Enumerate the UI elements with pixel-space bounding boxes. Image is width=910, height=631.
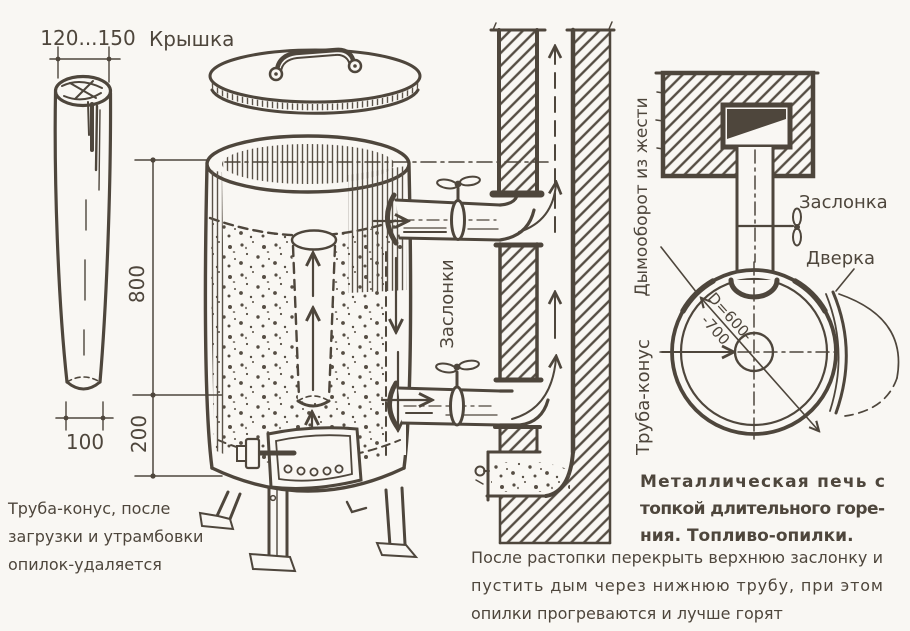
cone-tube-note: Труба-конус, после загрузки и утрамбовки… (7, 499, 203, 574)
lid-label: Крышка (149, 27, 234, 51)
cone-note-line1: Труба-конус, после (7, 499, 170, 518)
cone-tube-label: Труба-конус (633, 339, 654, 456)
firebox-door (236, 426, 363, 490)
door-label: Дверка (806, 248, 875, 269)
title-caption: Металлическая печь с топкой длительного … (640, 472, 885, 546)
stove-flow-arrows (312, 255, 398, 448)
dim-200-label: 200 (127, 415, 151, 453)
chimney-inner-wall-lower (486, 425, 542, 454)
usage-line1: После растопки перекрыть верхнюю заслонк… (471, 548, 883, 567)
title-line2: топкой длительного горе- (640, 499, 885, 519)
wall-block (654, 70, 820, 179)
usage-caption: После растопки перекрыть верхнюю заслонк… (471, 548, 883, 623)
ash-deposit (491, 461, 570, 492)
lower-pipe (380, 358, 556, 431)
upper-pipe (372, 175, 556, 246)
dim-top-label: 120...150 (40, 26, 135, 50)
dim-bottom-label: 100 (66, 430, 104, 454)
dim-800-label: 800 (125, 265, 149, 303)
cleanout-door (474, 450, 490, 502)
stove-legs (198, 486, 419, 573)
cone-note-line2: загрузки и утрамбовки (8, 527, 203, 546)
chimney-inner-wall-middle (493, 242, 544, 383)
usage-line3: опилки прогреваются и лучше горят (471, 604, 783, 623)
title-line1: Металлическая печь с (640, 472, 885, 492)
cone-tube-view: 120...150 (7, 26, 203, 574)
cone-tube-drawing (53, 74, 113, 391)
door-swing (825, 268, 900, 417)
dampers-label: Заслонки (437, 259, 458, 348)
chimney-connection-pipe (735, 145, 802, 276)
chimney-section (474, 21, 616, 545)
dim-bottom-lines (55, 401, 114, 431)
smoke-turn-label: Дымооборот из жести (632, 97, 652, 296)
stove-top-view-circle (659, 246, 839, 445)
stove-view: Крышка 800 200 (125, 27, 556, 573)
title-line3: ния. Топливо-опилки. (640, 526, 854, 546)
damper-label: Заслонка (799, 192, 888, 213)
height-dimension (132, 157, 223, 479)
cone-note-line3: опилок-удаляется (8, 555, 162, 574)
usage-line2: пустить дым через нижнюю трубу, при этом (471, 576, 883, 595)
chimney-inner-wall-upper (489, 28, 547, 198)
top-view: Заслонка Дверка D=600- -700 Дымооборо (632, 70, 900, 456)
lid-drawing (208, 47, 422, 115)
dim-top-lines (49, 46, 121, 83)
